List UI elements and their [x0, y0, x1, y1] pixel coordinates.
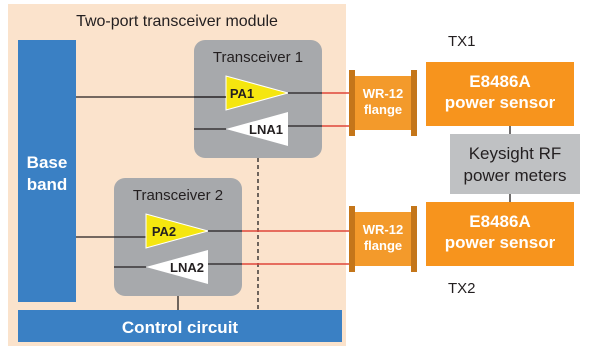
- baseband-label-line1: Base: [27, 153, 68, 172]
- flange-1-plate-right: [411, 70, 417, 136]
- power-meters-block: [450, 134, 580, 194]
- power-sensor-1-label-line2: power sensor: [445, 93, 556, 112]
- flange-2-plate-right: [411, 206, 417, 272]
- power-meters-label-line2: power meters: [464, 166, 567, 185]
- control-circuit-block: [18, 310, 342, 342]
- flange-1-label-line2: flange: [364, 102, 402, 117]
- lna1-label: LNA1: [249, 122, 283, 137]
- lna2-label: LNA2: [170, 260, 204, 275]
- pa2-amplifier-icon: [145, 213, 210, 249]
- baseband-label-line2: band: [27, 175, 68, 194]
- power-sensor-2-label-line1: E8486A: [469, 212, 530, 231]
- flange-2-label-line2: flange: [364, 238, 402, 253]
- flange-2-label-line1: WR-12: [363, 222, 403, 237]
- module-title: Two-port transceiver module: [76, 13, 278, 30]
- power-sensor-1-label-line1: E8486A: [469, 72, 530, 91]
- flange-1-label-line1: WR-12: [363, 86, 403, 101]
- tx2-port-label: TX2: [448, 280, 476, 297]
- pa2-label: PA2: [152, 224, 176, 239]
- flange-1-plate-left: [349, 70, 355, 136]
- lna2-amplifier-icon: [146, 250, 208, 284]
- tx1-port-label: TX1: [448, 33, 476, 50]
- control-circuit-label: Control circuit: [122, 318, 239, 337]
- power-sensor-1: [426, 62, 574, 126]
- pa1-amplifier-icon: [225, 75, 290, 111]
- transceiver-1-title: Transceiver 1: [213, 49, 303, 66]
- flange-2-plate-left: [349, 206, 355, 272]
- flange-1-body: [355, 76, 411, 130]
- power-sensor-2: [426, 202, 574, 266]
- power-sensor-2-label-line2: power sensor: [445, 233, 556, 252]
- transceiver-2-title: Transceiver 2: [133, 187, 223, 204]
- flange-2-body: [355, 212, 411, 266]
- lna1-amplifier-icon: [226, 112, 288, 146]
- power-meters-label-line1: Keysight RF: [469, 144, 562, 163]
- baseband-block: [18, 40, 76, 302]
- pa1-label: PA1: [230, 86, 254, 101]
